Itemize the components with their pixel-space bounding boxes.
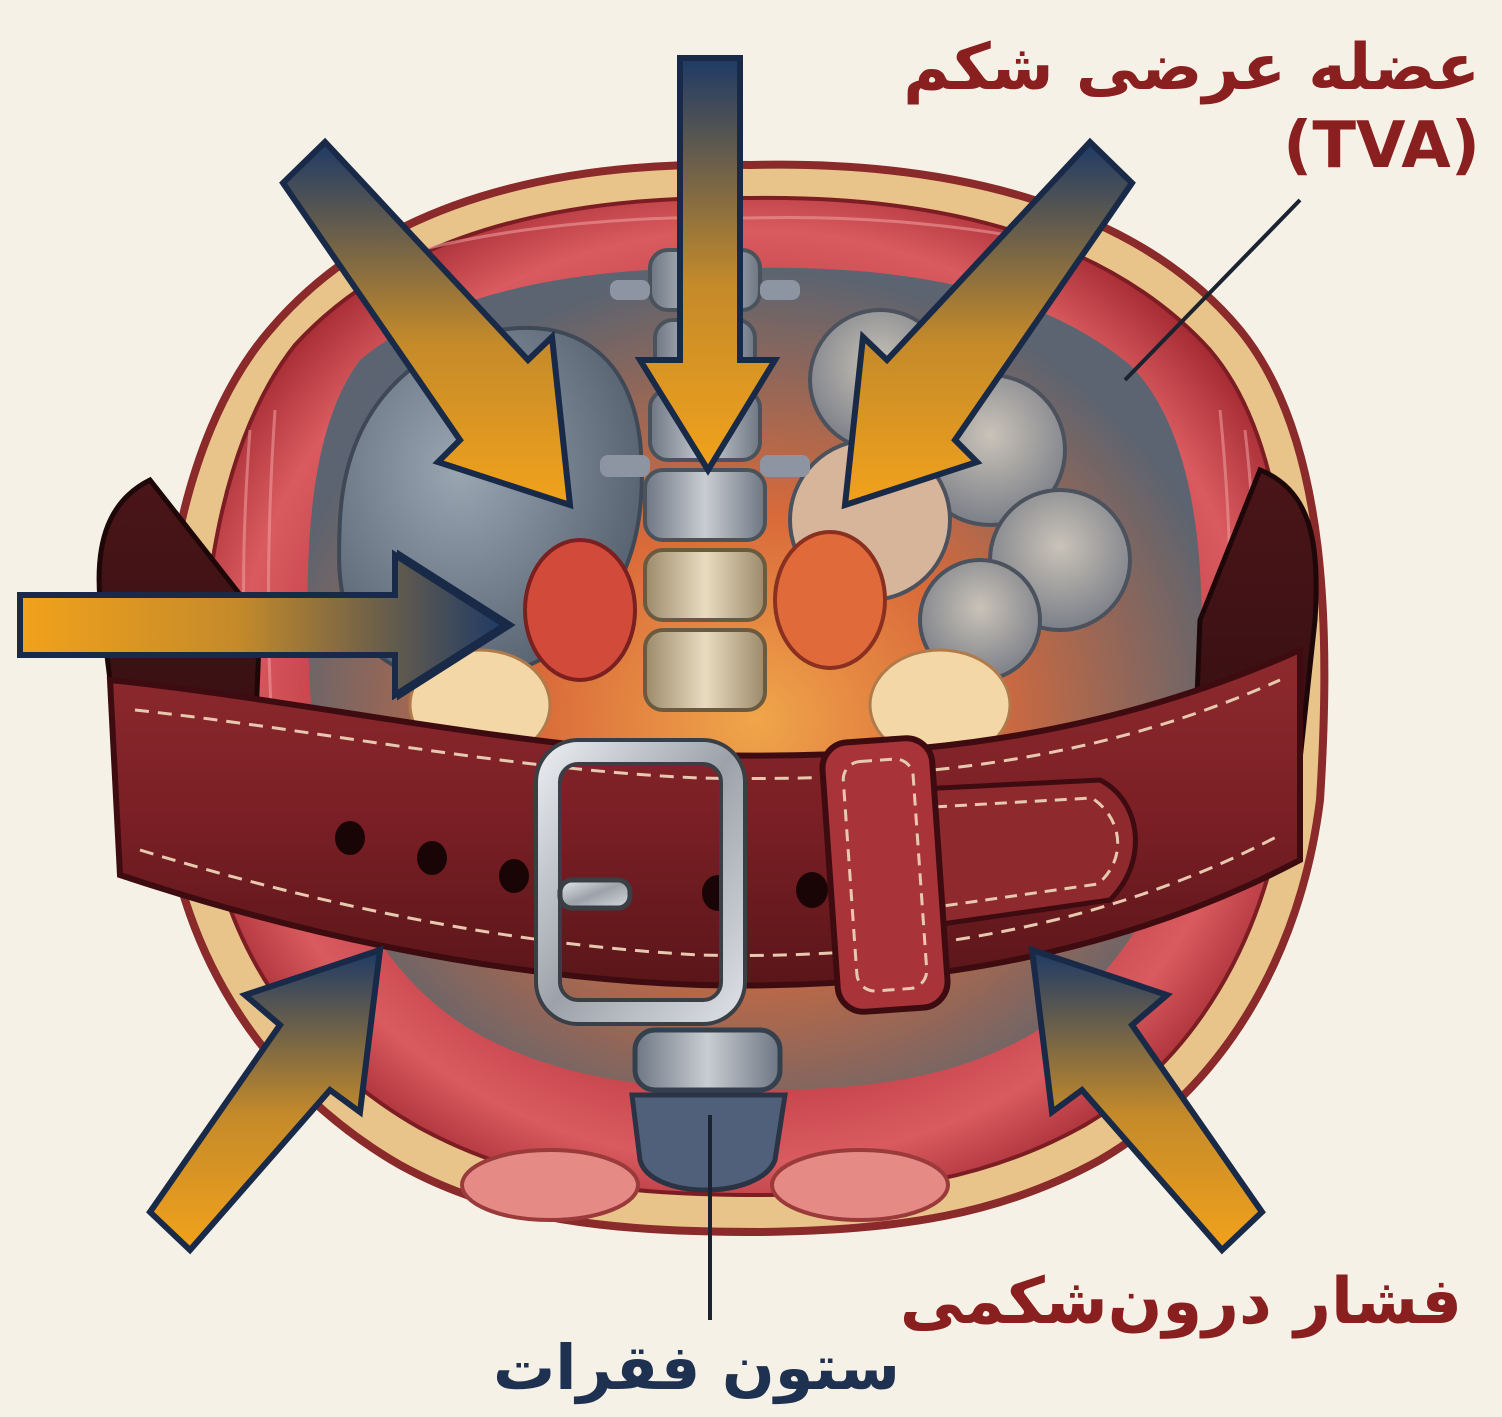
belt-keeper-loop [821, 736, 950, 1013]
intra-abdominal-pressure-label: فشار درون‌شکمی [900, 1262, 1462, 1342]
right-lower-muscle [772, 1150, 948, 1220]
tva-label-line-1: عضله عرضی شکم [903, 28, 1480, 108]
spine-label: ستون فقرات [520, 1328, 900, 1408]
left-lower-muscle [462, 1150, 638, 1220]
arrow-bottom-left [150, 950, 380, 1250]
tva-label-line-2: (TVA) [1283, 106, 1480, 186]
